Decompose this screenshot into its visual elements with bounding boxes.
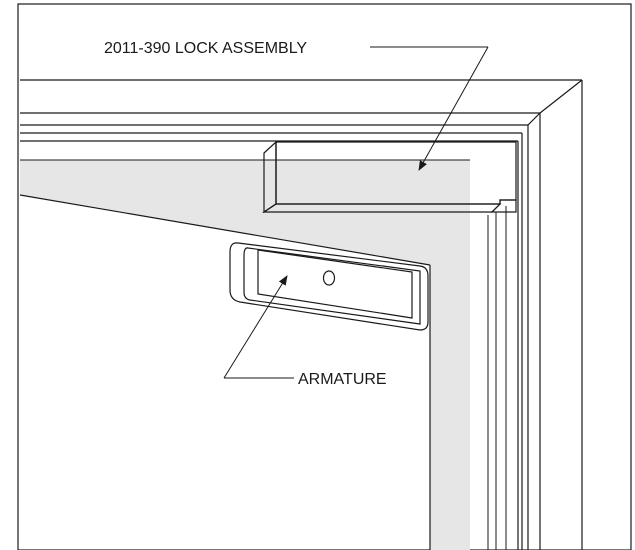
armature-leader-arrow [223, 275, 288, 379]
armature-label: ARMATURE [298, 371, 387, 388]
figure-border [17, 3, 632, 550]
lock-assembly-label: 2011-390 LOCK ASSEMBLY [104, 40, 307, 57]
frame-inner-miter [527, 112, 541, 126]
frame-outer-miter [539, 79, 583, 114]
armature-screw [322, 270, 336, 286]
door-top-edge [19, 194, 431, 266]
lock-assembly [262, 140, 517, 214]
armature [229, 242, 429, 331]
door-jamb-shading [20, 160, 470, 550]
lock-assembly-leader-arrow [418, 46, 489, 171]
